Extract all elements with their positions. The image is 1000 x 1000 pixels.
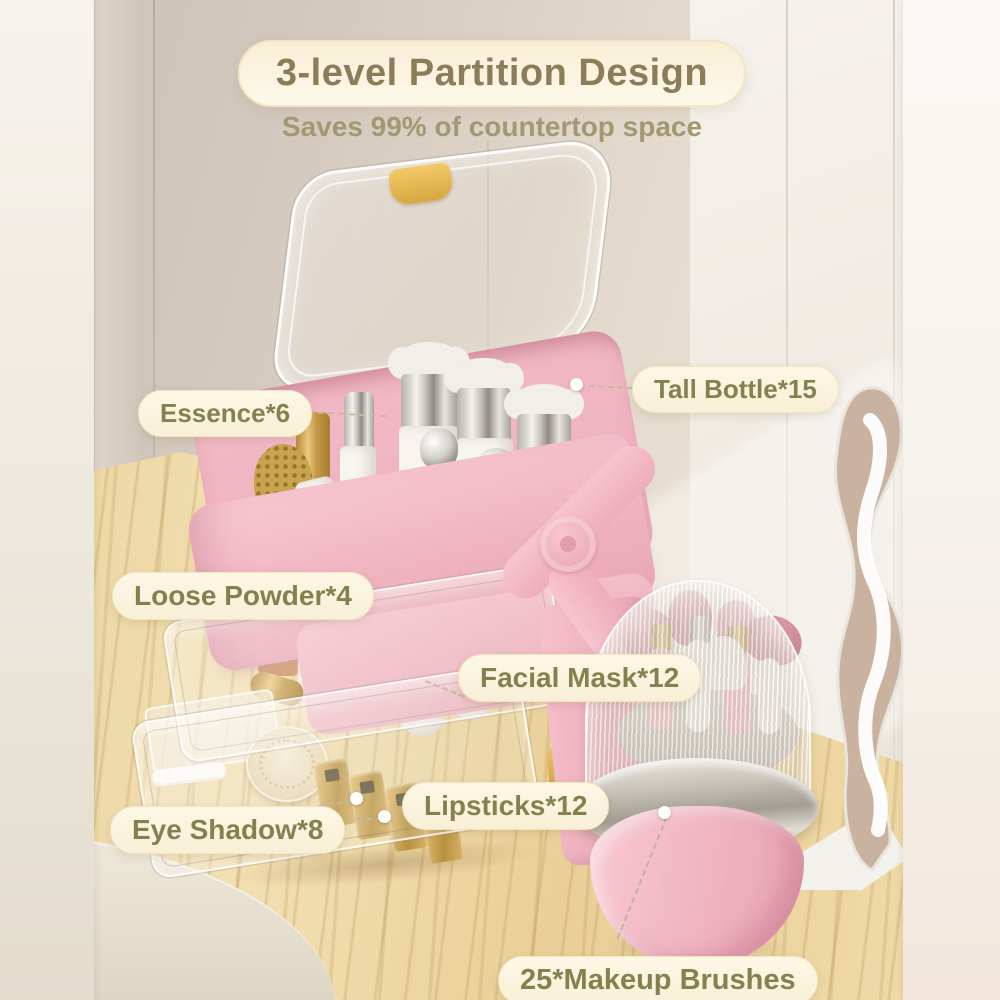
callout-facial-mask: Facial Mask*12 bbox=[458, 654, 702, 702]
handle-rivet bbox=[540, 516, 596, 572]
mirror-led-strip bbox=[857, 413, 891, 837]
page-subtitle: Saves 99% of countertop space bbox=[281, 111, 703, 142]
callout-makeup-brushes: 25*Makeup Brushes bbox=[498, 956, 818, 1000]
tall-bottle-silver-band bbox=[457, 388, 511, 442]
connector-dot-makeup-brushes bbox=[658, 806, 671, 819]
mirror-glass bbox=[833, 386, 904, 872]
pump-bottle-top bbox=[344, 392, 374, 450]
page-title: 3-level Partition Design bbox=[237, 40, 747, 107]
connector-line-lipsticks bbox=[356, 818, 382, 820]
connector-dot-lipsticks bbox=[378, 810, 391, 823]
connector-dot-eye-shadow bbox=[350, 792, 363, 805]
callout-lipsticks: Lipsticks*12 bbox=[402, 782, 610, 830]
led-mirror bbox=[833, 386, 904, 872]
wall-seam bbox=[153, 0, 155, 630]
callout-loose-powder: Loose Powder*4 bbox=[112, 572, 374, 620]
callout-tall-bottle: Tall Bottle*15 bbox=[632, 366, 839, 413]
wall-seam bbox=[487, 140, 489, 540]
callout-essence: Essence*6 bbox=[138, 390, 313, 437]
callout-eye-shadow: Eye Shadow*8 bbox=[110, 806, 346, 854]
panel-line bbox=[893, 0, 895, 790]
right-wall-edge bbox=[903, 0, 1000, 1000]
left-wall-edge bbox=[0, 0, 94, 1000]
connector-dot-tall-bottle bbox=[570, 378, 583, 391]
